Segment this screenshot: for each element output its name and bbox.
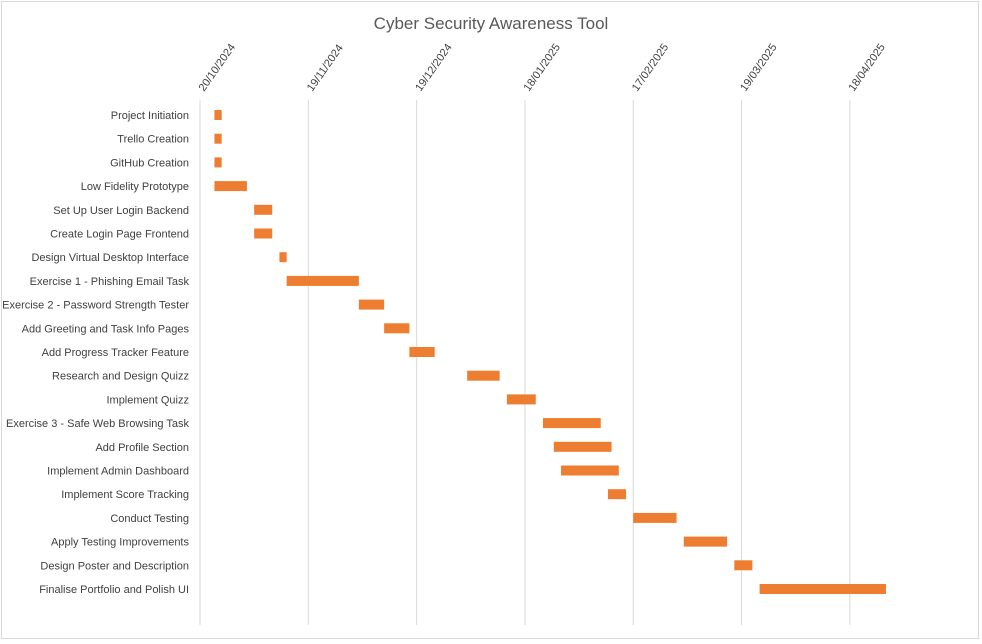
task-label: Implement Admin Dashboard [47, 466, 189, 478]
task-label: Add Profile Section [95, 442, 189, 454]
task-bar [254, 204, 273, 215]
task-bar [384, 323, 410, 334]
task-label: Add Progress Tracker Feature [42, 347, 189, 359]
task-label: Project Initiation [111, 110, 189, 122]
task-bar [286, 275, 359, 286]
x-tick-label: 19/11/2024 [305, 42, 346, 93]
task-bar [409, 347, 435, 357]
task-label: Design Virtual Desktop Interface [31, 252, 189, 264]
task-bar [506, 394, 536, 405]
task-bar [214, 110, 222, 120]
task-label: Design Poster and Description [40, 560, 189, 572]
task-label: Trello Creation [117, 134, 189, 146]
task-label: Implement Score Tracking [61, 489, 189, 501]
x-axis-ticks: 20/10/2024 19/11/2024 19/12/2024 18/01/2025… [197, 42, 888, 94]
task-bar [358, 299, 385, 310]
task-bar [214, 133, 222, 144]
task-bar [633, 512, 677, 523]
task-label: Research and Design Quizz [52, 371, 189, 383]
task-bar [607, 489, 627, 500]
task-bar [759, 584, 886, 594]
task-label: Implement Quizz [106, 394, 189, 406]
task-label: Exercise 3 - Safe Web Browsing Task [6, 418, 190, 430]
x-tick-label: 19/12/2024 [413, 42, 454, 94]
task-label: Set Up User Login Backend [53, 205, 189, 217]
task-bar [467, 370, 500, 381]
task-bar [553, 441, 612, 452]
task-label: GitHub Creation [110, 157, 189, 169]
task-label: Conduct Testing [110, 513, 189, 525]
task-bar [214, 157, 222, 168]
task-bar [683, 536, 728, 547]
task-bar [734, 560, 753, 571]
task-bar [542, 418, 601, 429]
task-bar [561, 465, 619, 476]
task-label: Finalise Portfolio and Polish UI [39, 584, 189, 596]
x-tick-label: 17/02/2025 [630, 42, 671, 94]
task-label: Exercise 1 - Phishing Email Task [30, 276, 190, 288]
task-bar [254, 228, 273, 239]
task-label: Add Greeting and Task Info Pages [22, 323, 190, 335]
chart-title: Cyber Security Awareness Tool [373, 14, 609, 33]
x-tick-label: 19/03/2025 [738, 42, 779, 94]
task-label: Low Fidelity Prototype [81, 181, 189, 193]
task-label: Exercise 2 - Password Strength Tester [2, 300, 189, 312]
x-tick-label: 18/01/2025 [522, 42, 563, 94]
task-bars [214, 110, 886, 594]
x-tick-label: 18/04/2025 [846, 42, 887, 94]
gridlines [199, 100, 851, 625]
task-label: Apply Testing Improvements [51, 537, 189, 549]
task-label: Create Login Page Frontend [50, 229, 189, 241]
task-bar [279, 252, 287, 263]
task-bar [214, 181, 247, 192]
x-tick-label: 20/10/2024 [197, 42, 238, 94]
